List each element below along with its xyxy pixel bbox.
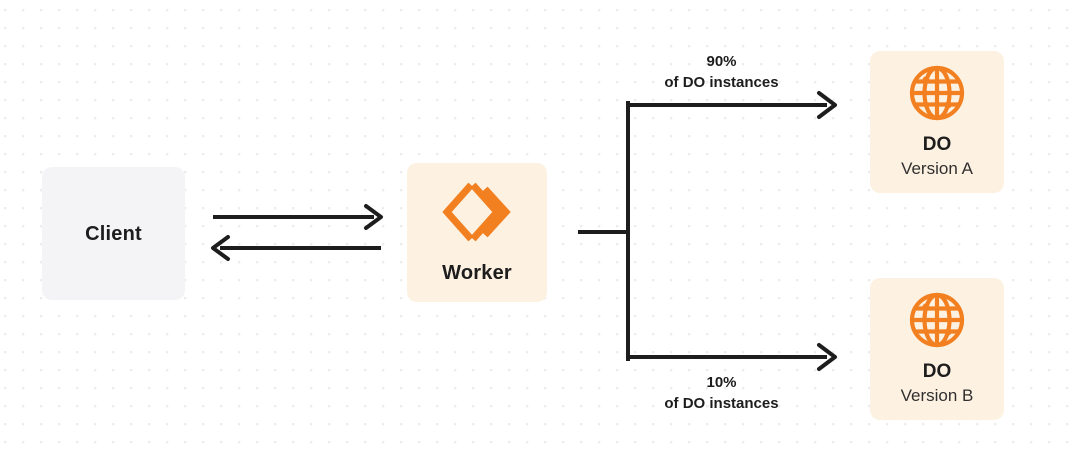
node-client[interactable]: Client — [42, 167, 185, 300]
node-do-version-b[interactable]: DO Version B — [870, 278, 1004, 420]
cloudflare-workers-icon — [441, 181, 513, 243]
edge-client-to-worker — [213, 204, 383, 230]
node-client-label: Client — [85, 222, 142, 245]
node-worker[interactable]: Worker — [407, 163, 547, 302]
edge-branch-to-do-b — [626, 343, 837, 371]
arrow-right-icon — [817, 91, 837, 119]
node-do-b-sublabel: Version B — [900, 386, 974, 406]
node-do-b-label: DO — [922, 361, 952, 383]
globe-icon — [908, 64, 966, 122]
arrow-left-icon — [211, 235, 230, 261]
branch-top-percent: 90% — [706, 53, 737, 70]
node-do-a-label: DO — [922, 134, 952, 156]
branch-top-caption: of DO instances — [664, 73, 779, 91]
arrow-right-icon — [364, 204, 383, 230]
edge-label-branch-bottom: 10% of DO instances — [634, 373, 809, 414]
branch-bottom-percent: 10% — [706, 374, 737, 391]
arrow-right-icon — [817, 343, 837, 371]
edge-worker-to-client — [211, 235, 381, 261]
globe-icon — [908, 291, 966, 349]
edge-label-branch-top: 90% of DO instances — [634, 52, 809, 93]
edge-branch-to-do-a — [626, 91, 837, 119]
branch-bottom-caption: of DO instances — [664, 394, 779, 412]
node-do-version-a[interactable]: DO Version A — [870, 51, 1004, 193]
node-worker-label: Worker — [442, 261, 512, 284]
node-do-a-sublabel: Version A — [901, 159, 973, 179]
